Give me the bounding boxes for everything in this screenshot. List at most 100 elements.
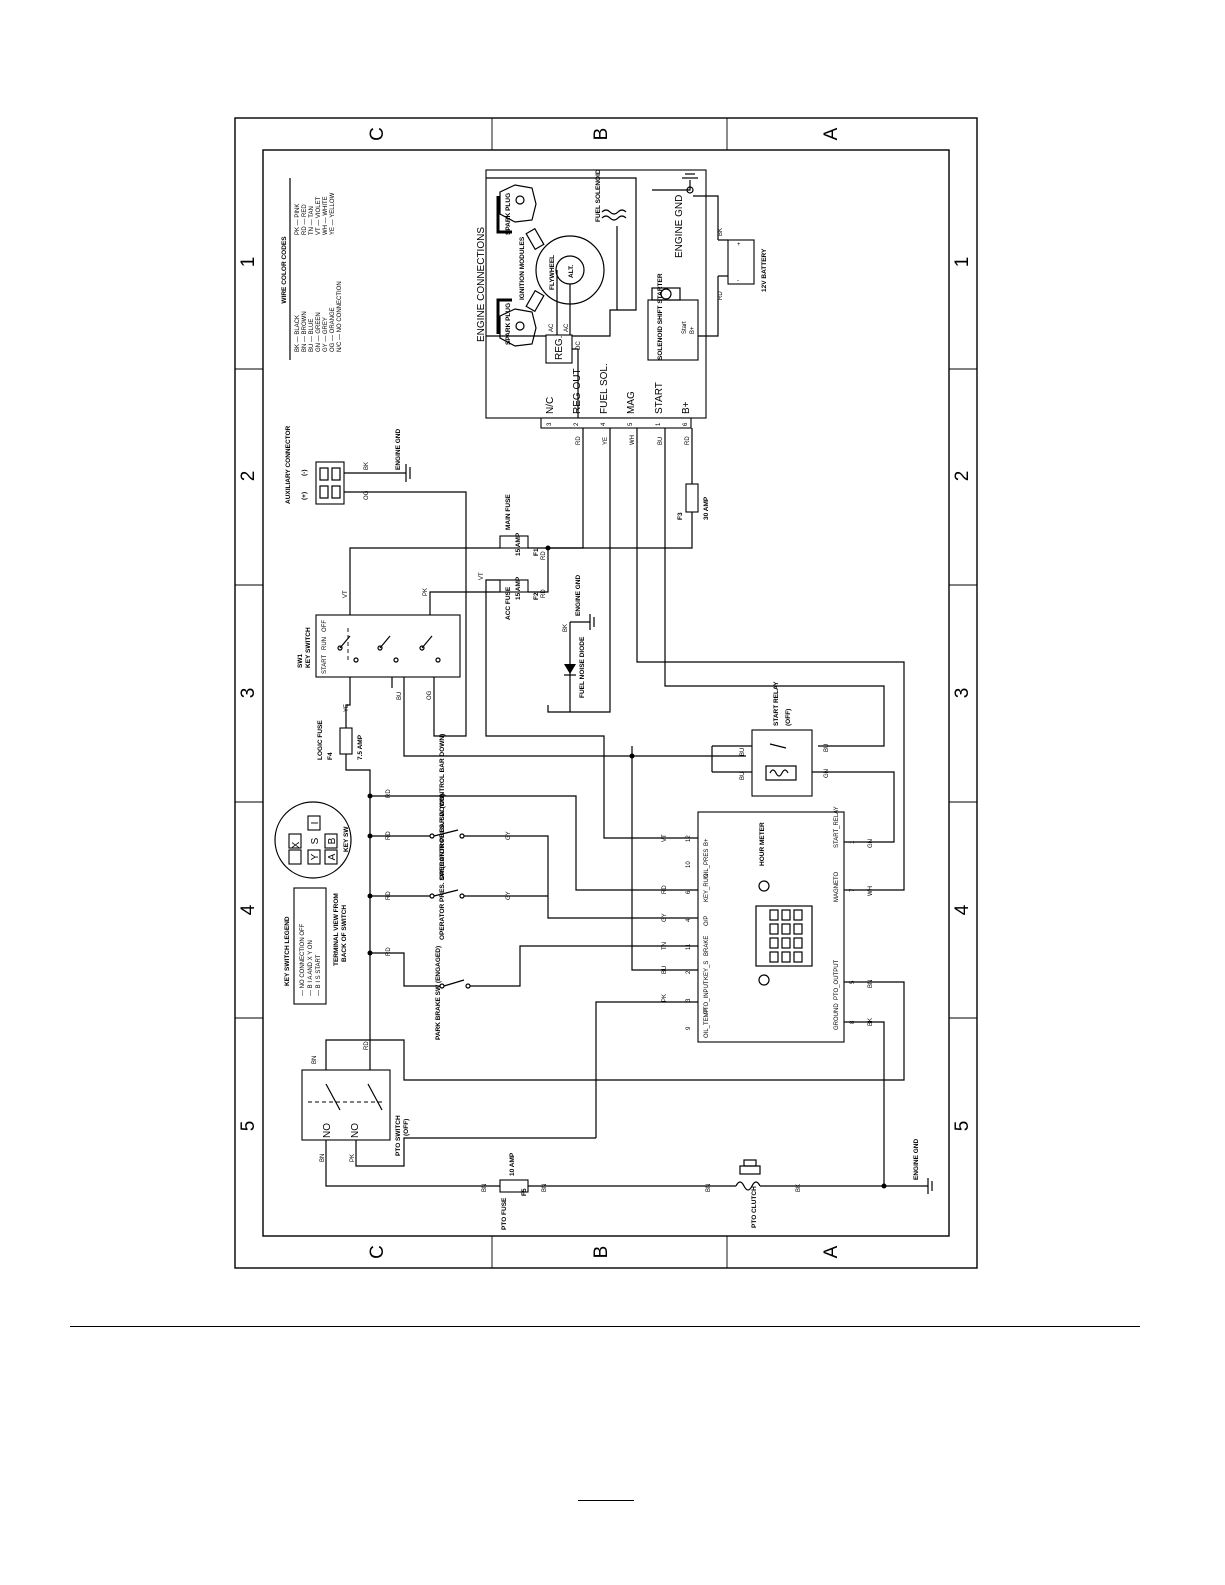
outer-frame xyxy=(234,117,978,1269)
hm-left-name-5: KEY_S xyxy=(704,961,710,980)
hm-gy: GY xyxy=(662,913,668,922)
wire-vt-sw: VT xyxy=(343,590,349,598)
f1-label: F1 xyxy=(533,548,540,556)
pto-switch-off: (OFF) xyxy=(403,1119,410,1136)
wire-color-legend: WIRE COLOR CODES BK — BLACK BN — BROWN B… xyxy=(281,178,343,360)
wire-pk-acc: PK xyxy=(423,588,429,596)
pto-rd-top: RD xyxy=(364,1041,370,1050)
f3-amp: 30 AMP xyxy=(703,496,710,520)
term-pin-0: 3 xyxy=(547,422,553,426)
reg-ac-1: AC xyxy=(549,323,555,332)
legend-right-1: RD — RED xyxy=(302,204,308,235)
svg-text:-: - xyxy=(737,278,739,284)
footer-rule xyxy=(70,1326,1140,1327)
flywheel-label: FLYWHEEL xyxy=(549,255,556,290)
engine-title: ENGINE CONNECTIONS xyxy=(476,227,487,342)
hm-right-name-1: MAGNETO xyxy=(834,871,840,902)
aux-og-wire: OG xyxy=(364,490,370,500)
diode-engine-gnd: ENGINE GND xyxy=(575,575,582,616)
clutch-bn: BN xyxy=(706,1184,712,1192)
term-name-5: B+ xyxy=(681,401,692,414)
battery-label: 12V BATTERY xyxy=(761,248,768,292)
hm-left-name-0: B+ xyxy=(704,838,710,846)
hm-wh: WH xyxy=(868,886,874,896)
key-legend-note-1: TERMINAL VIEW FROM xyxy=(333,893,340,966)
key-legend-note-2: BACK OF SWITCH xyxy=(341,905,348,962)
zone-right-2: 2 xyxy=(952,471,973,482)
ignition-modules: IGNITION MODULES xyxy=(519,236,526,300)
main-fuse-amp: 15 AMP xyxy=(515,532,522,556)
f2-label: F2 xyxy=(533,592,540,600)
sw1-label: SW1 xyxy=(297,654,304,668)
zone-left-5: 5 xyxy=(238,1121,259,1132)
wire-wh-5: WH xyxy=(630,435,636,445)
term-pin-5: 6 xyxy=(683,422,689,426)
sw-og-wire: OG xyxy=(427,690,433,700)
zone-top-c: C xyxy=(367,127,388,141)
term-i: I xyxy=(310,822,321,825)
hm-gn: GN xyxy=(868,839,874,848)
logic-fuse-label: LOGIC FUSE xyxy=(317,720,324,760)
pto-no-1: NO xyxy=(322,1123,333,1138)
hm-left-pin-2: 6 xyxy=(686,890,692,894)
term-name-0: N/C xyxy=(545,397,556,414)
hour-meter: HOUR METER 12 B+ 10 OIL_PRES 6 KEY_RUN 4… xyxy=(325,806,905,1186)
sw-ye-wire: YE xyxy=(344,704,350,712)
zone-top-a: A xyxy=(821,127,842,140)
zone-left-1: 1 xyxy=(238,257,259,268)
op2-rd: RD xyxy=(386,891,392,900)
pto-switch: NO NO PTO SWITCH (OFF) BN RD BN PK xyxy=(301,1041,596,1187)
f3-label: F3 xyxy=(677,512,684,520)
term-a: A xyxy=(327,853,338,860)
zone-right-3: 3 xyxy=(952,688,973,699)
hm-tn: TN xyxy=(662,942,668,950)
hm-left-pin-1: 10 xyxy=(686,861,692,868)
sw-start: START xyxy=(322,655,328,674)
key-switch-legend: KEY SWITCH LEGEND — NO CONNECTION OFF — … xyxy=(284,887,348,1005)
hm-left-name-4: BRAKE xyxy=(704,936,710,956)
start-relay-off: (OFF) xyxy=(785,709,792,726)
logic-fuse-amp: 7.5 AMP xyxy=(357,734,364,760)
zone-right-5: 5 xyxy=(952,1121,973,1132)
hm-left-pin-3: 4 xyxy=(686,918,692,922)
sw-bu-wire: BU xyxy=(397,692,403,700)
relay-bu-1: BU xyxy=(740,748,746,756)
hm-right-name-3: GROUND xyxy=(834,1003,840,1030)
key-switch-terminal-view: X I S B Y A KEY SW xyxy=(274,801,352,879)
op1-gy: GY xyxy=(506,831,512,840)
clutch-bk: BK xyxy=(796,1184,802,1192)
pto-clutch: PTO CLUTCH BN BK ENGINE GND xyxy=(706,1139,933,1228)
diode-label: FUEL NOISE DIODE xyxy=(579,636,586,698)
inner-frame xyxy=(262,149,950,1237)
aux-neg: (-) xyxy=(301,470,308,477)
legend-right-5: YE — YELLOW xyxy=(330,192,336,235)
aux-pos: (+) xyxy=(301,492,308,500)
wire-ye-4: YE xyxy=(603,437,609,445)
pto-clutch-label: PTO CLUTCH xyxy=(751,1186,758,1228)
start-relay: START RELAY (OFF) BU BU BU GN xyxy=(629,681,895,971)
key-switch: SW1 KEY SWITCH START RUN OFF YE BU OG xyxy=(297,614,746,757)
op-sw-1: OPERATOR PRES. SW (CONTROL BAR DOWN) xyxy=(439,734,446,880)
pto-fuse-bn-2: BN xyxy=(542,1184,548,1192)
aux-label: AUXILIARY CONNECTOR xyxy=(285,425,292,504)
diode-bk-wire: BK xyxy=(563,624,569,632)
legend-left-4: GY — GREY xyxy=(323,317,329,352)
key-legend-title: KEY SWITCH LEGEND xyxy=(284,916,291,986)
park-brake: PARK BRAKE SW (ENGAGED) xyxy=(435,946,442,1040)
reg-ac-2: AC xyxy=(564,323,570,332)
engine-gnd-label: ENGINE GND xyxy=(674,195,685,258)
solenoid-bplus: B+ xyxy=(690,326,696,334)
wire-rd-6: RD xyxy=(685,436,691,445)
term-b: B xyxy=(327,837,338,844)
wire-bu-1: BU xyxy=(658,437,664,445)
zone-right-4: 4 xyxy=(952,904,973,915)
term-pin-2: 4 xyxy=(601,422,607,426)
aux-bk-wire: BK xyxy=(364,462,370,470)
hm-right-name-0: START_RELAY xyxy=(834,806,840,848)
hm-left-name-7: OIL_TEMP xyxy=(704,1008,710,1038)
hour-meter-label: HOUR METER xyxy=(759,822,766,866)
key-switch-label: KEY SWITCH xyxy=(305,627,312,668)
f4-label: F4 xyxy=(327,752,334,760)
wire-vt-acc: VT xyxy=(479,572,485,580)
